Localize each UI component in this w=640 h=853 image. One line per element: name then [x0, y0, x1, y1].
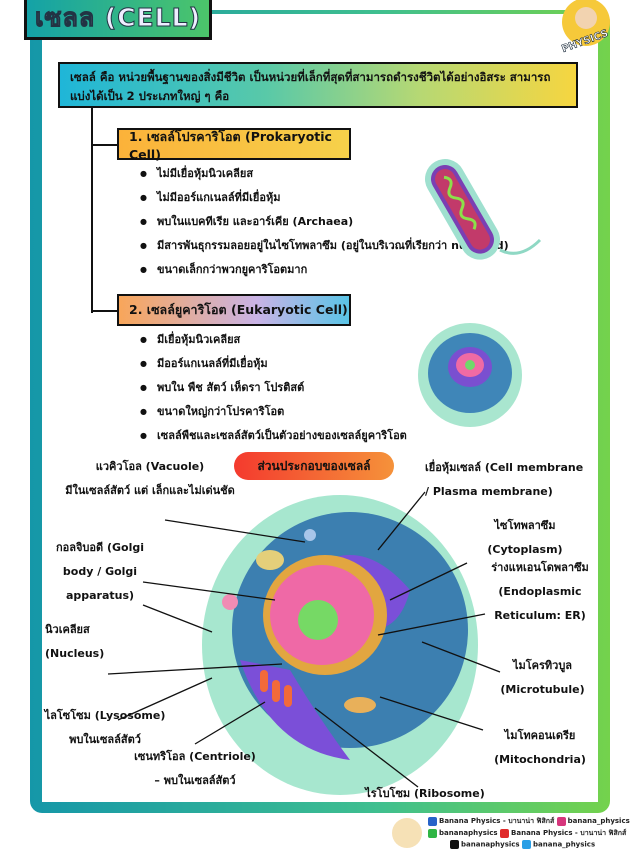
label-text: (Nucleus)	[45, 647, 105, 660]
label-text: – พบในเซลล์สัตว์	[154, 774, 236, 787]
line-link[interactable]: bananaphysics	[439, 829, 498, 837]
tree-branch	[91, 310, 118, 312]
eukaryotic-cell-illustration	[418, 323, 522, 427]
label-text: ไรโบโซม (Ribosome)	[365, 787, 485, 800]
instagram-icon	[556, 816, 566, 826]
label-text: นิวเคลียส	[45, 623, 90, 636]
label-text: เซนทริโอล (Centriole)	[134, 750, 256, 763]
label-text: ไซโทพลาซึม (Cytoplasm)	[487, 519, 563, 556]
list-item: พบใน พืช สัตว์ เห็ดรา โปรติสต์	[140, 376, 407, 400]
label-lysosome: ไลโซโซม (Lysosome) พบในเซลล์สัตว์	[40, 704, 170, 752]
page-title: เซลล (CELL)	[24, 0, 212, 40]
intro-text: เซลล์ คือ หน่วยพื้นฐานของสิ่งมีชีวิต เป็…	[58, 62, 578, 108]
facebook-icon	[428, 816, 437, 826]
label-text: ไมโทคอนเดรีย	[504, 729, 576, 742]
list-item: มีสารพันธุกรรมลอยอยู่ในไซโทพลาซึม (อยู่ใ…	[140, 234, 509, 258]
twitter-link[interactable]: banana_physics	[533, 840, 596, 849]
viber-icon[interactable]	[392, 818, 422, 848]
label-text: body / Golgi	[62, 565, 138, 578]
line-icon	[428, 828, 437, 838]
label-text: Reticulum: ER)	[494, 609, 586, 622]
label-cytoplasm: ไซโทพลาซึม (Cytoplasm)	[455, 514, 595, 562]
label-mitochondria: ไมโทคอนเดรีย (Mitochondria)	[490, 724, 590, 772]
tiktok-icon	[450, 840, 459, 849]
tiktok-link[interactable]: bananaphysics	[461, 840, 520, 849]
label-golgi: กอลจิบอดี (Golgi body / Golgi apparatus)	[50, 536, 150, 608]
list-item: ขนาดเล็กกว่าพวกยูคาริโอตมาก	[140, 258, 509, 282]
list-item: ขนาดใหญ่กว่าโปรคาริโอต	[140, 400, 407, 424]
tree-branch	[91, 144, 118, 146]
instagram-link[interactable]: banana_physics	[567, 817, 630, 825]
label-microtubule: ไมโครทิวบูล (Microtubule)	[495, 654, 590, 702]
list-item: ไม่มีเยื่อหุ้มนิวเคลียส	[140, 162, 509, 186]
label-text: แวคิวโอล (Vacuole)	[95, 460, 205, 473]
list-item: พบในแบคทีเรีย และอาร์เคีย (Archaea)	[140, 210, 509, 234]
components-heading: ส่วนประกอบของเซลล์	[234, 452, 394, 480]
label-text: มีในเซลล์สัตว์ แต่ เล็กและไม่เด่นชัด	[65, 484, 235, 497]
bacterium-illustration	[425, 159, 542, 260]
label-text: ร่างแหเอนโดพลาซึม	[491, 561, 589, 574]
label-text: เยื่อหุ้มเซลล์ (Cell membrane	[425, 461, 584, 474]
list-item: เซลล์พืชและเซลล์สัตว์เป็นตัวอย่างของเซลล…	[140, 424, 407, 448]
label-membrane: เยื่อหุ้มเซลล์ (Cell membrane / Plasma m…	[425, 456, 583, 504]
twitter-icon	[522, 840, 532, 849]
list-item: ไม่มีออร์แกเนลล์ที่มีเยื่อหุ้ม	[140, 186, 509, 210]
logo: PHYSICS	[548, 0, 620, 56]
label-text: (Mitochondria)	[494, 753, 586, 766]
prokaryotic-list: ไม่มีเยื่อหุ้มนิวเคลียส ไม่มีออร์แกเนลล์…	[140, 162, 509, 282]
label-er: ร่างแหเอนโดพลาซึม (Endoplasmic Reticulum…	[490, 556, 590, 628]
label-text: apparatus)	[65, 589, 135, 602]
label-text: ไลโซโซม (Lysosome)	[44, 709, 166, 722]
eukaryotic-heading: 2. เซลล์ยูคาริโอต (Eukaryotic Cell)	[117, 294, 351, 326]
label-centriole: เซนทริโอล (Centriole) – พบในเซลล์สัตว์	[130, 745, 260, 793]
label-text: (Microtubule)	[500, 683, 585, 696]
social-footer: Banana Physics - บานาน่า ฟิสิกส์ banana_…	[428, 816, 638, 852]
label-text: ไมโครทิวบูล	[512, 659, 573, 672]
label-text: / Plasma membrane)	[425, 485, 553, 498]
label-vacuole: แวคิวโอล (Vacuole) มีในเซลล์สัตว์ แต่ เล…	[50, 455, 250, 503]
animal-cell-illustration	[202, 495, 478, 795]
label-text: พบในเซลล์สัตว์	[69, 733, 141, 746]
list-item: มีออร์แกเนลล์ที่มีเยื่อหุ้ม	[140, 352, 407, 376]
youtube-icon	[500, 828, 510, 838]
label-nucleus: นิวเคลียส (Nucleus)	[45, 618, 104, 666]
label-ribosome: ไรโบโซม (Ribosome)	[365, 782, 485, 806]
facebook-link[interactable]: Banana Physics - บานาน่า ฟิสิกส์	[439, 817, 555, 825]
list-item: มีเยื่อหุ้มนิวเคลียส	[140, 328, 407, 352]
eukaryotic-list: มีเยื่อหุ้มนิวเคลียส มีออร์แกเนลล์ที่มีเ…	[140, 328, 407, 448]
label-text: กอลจิบอดี (Golgi	[55, 541, 145, 554]
label-text: (Endoplasmic	[498, 585, 582, 598]
tree-line	[91, 108, 93, 313]
youtube-link[interactable]: Banana Physics - บานาน่า ฟิสิกส์	[511, 829, 627, 837]
prokaryotic-heading: 1. เซลล์โปรคาริโอต (Prokaryotic Cell)	[117, 128, 351, 162]
